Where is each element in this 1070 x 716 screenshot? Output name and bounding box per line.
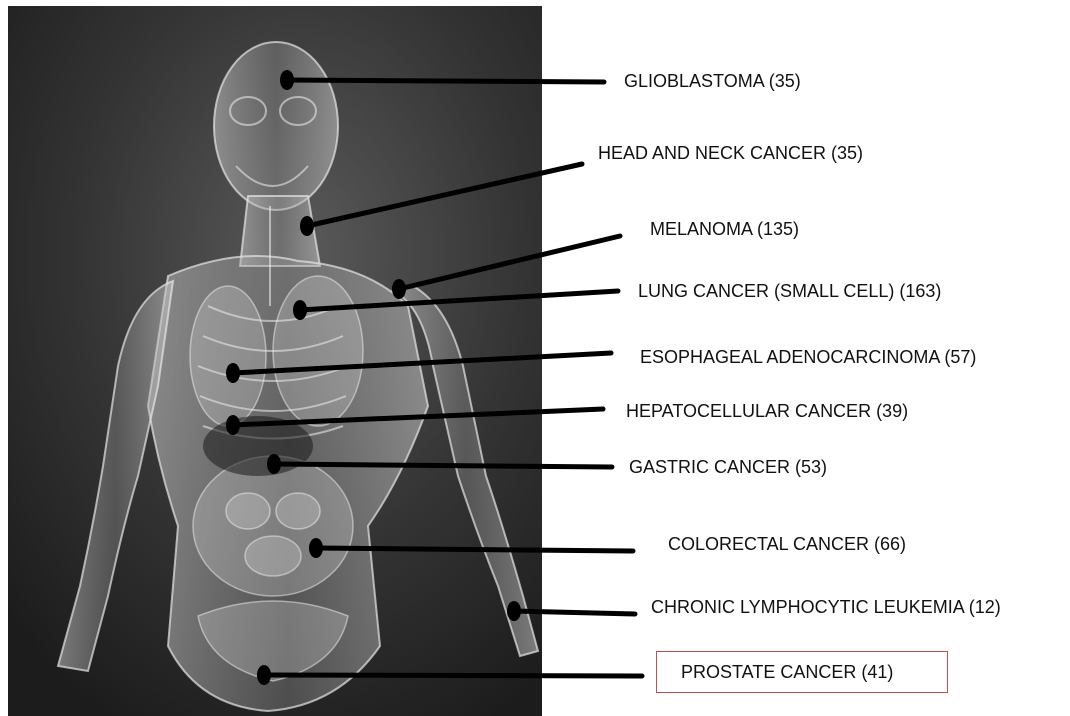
leader-line-esophageal	[233, 353, 611, 373]
anchor-dot-colorectal	[309, 538, 323, 558]
anchor-dot-glioblastoma	[280, 70, 294, 90]
anchor-dot-prostate	[257, 665, 271, 685]
label-melanoma: MELANOMA (135)	[650, 219, 799, 239]
label-glioblastoma: GLIOBLASTOMA (35)	[624, 71, 801, 91]
label-gastric-cancer: GASTRIC CANCER (53)	[629, 457, 827, 477]
leader-line-melanoma	[399, 236, 620, 289]
leader-line-glioblastoma	[287, 80, 604, 82]
anchor-dot-lung	[293, 300, 307, 320]
label-head-neck-cancer: HEAD AND NECK CANCER (35)	[598, 143, 863, 163]
label-lung-cancer: LUNG CANCER (SMALL CELL) (163)	[638, 281, 941, 301]
leader-line-head-neck	[307, 164, 582, 226]
anchor-dot-cll	[507, 601, 521, 621]
anchor-dot-head-neck	[300, 216, 314, 236]
anchor-dot-gastric	[267, 454, 281, 474]
leader-line-hepatocellular	[233, 409, 603, 425]
label-chronic-lymphocytic-leukemia: CHRONIC LYMPHOCYTIC LEUKEMIA (12)	[651, 597, 1001, 617]
anchor-dot-melanoma	[392, 279, 406, 299]
anchor-dot-hepatocellular	[226, 415, 240, 435]
label-colorectal-cancer: COLORECTAL CANCER (66)	[668, 534, 906, 554]
anchor-dot-esophageal	[226, 363, 240, 383]
leader-line-lung	[300, 291, 618, 310]
leader-line-colorectal	[316, 548, 633, 551]
label-esophageal-adenocarcinoma: ESOPHAGEAL ADENOCARCINOMA (57)	[640, 347, 976, 367]
label-prostate-cancer: PROSTATE CANCER (41)	[681, 662, 893, 682]
leader-line-gastric	[274, 464, 612, 467]
leader-line-prostate	[264, 675, 642, 676]
label-hepatocellular-cancer: HEPATOCELLULAR CANCER (39)	[626, 401, 908, 421]
leader-line-cll	[514, 611, 635, 614]
